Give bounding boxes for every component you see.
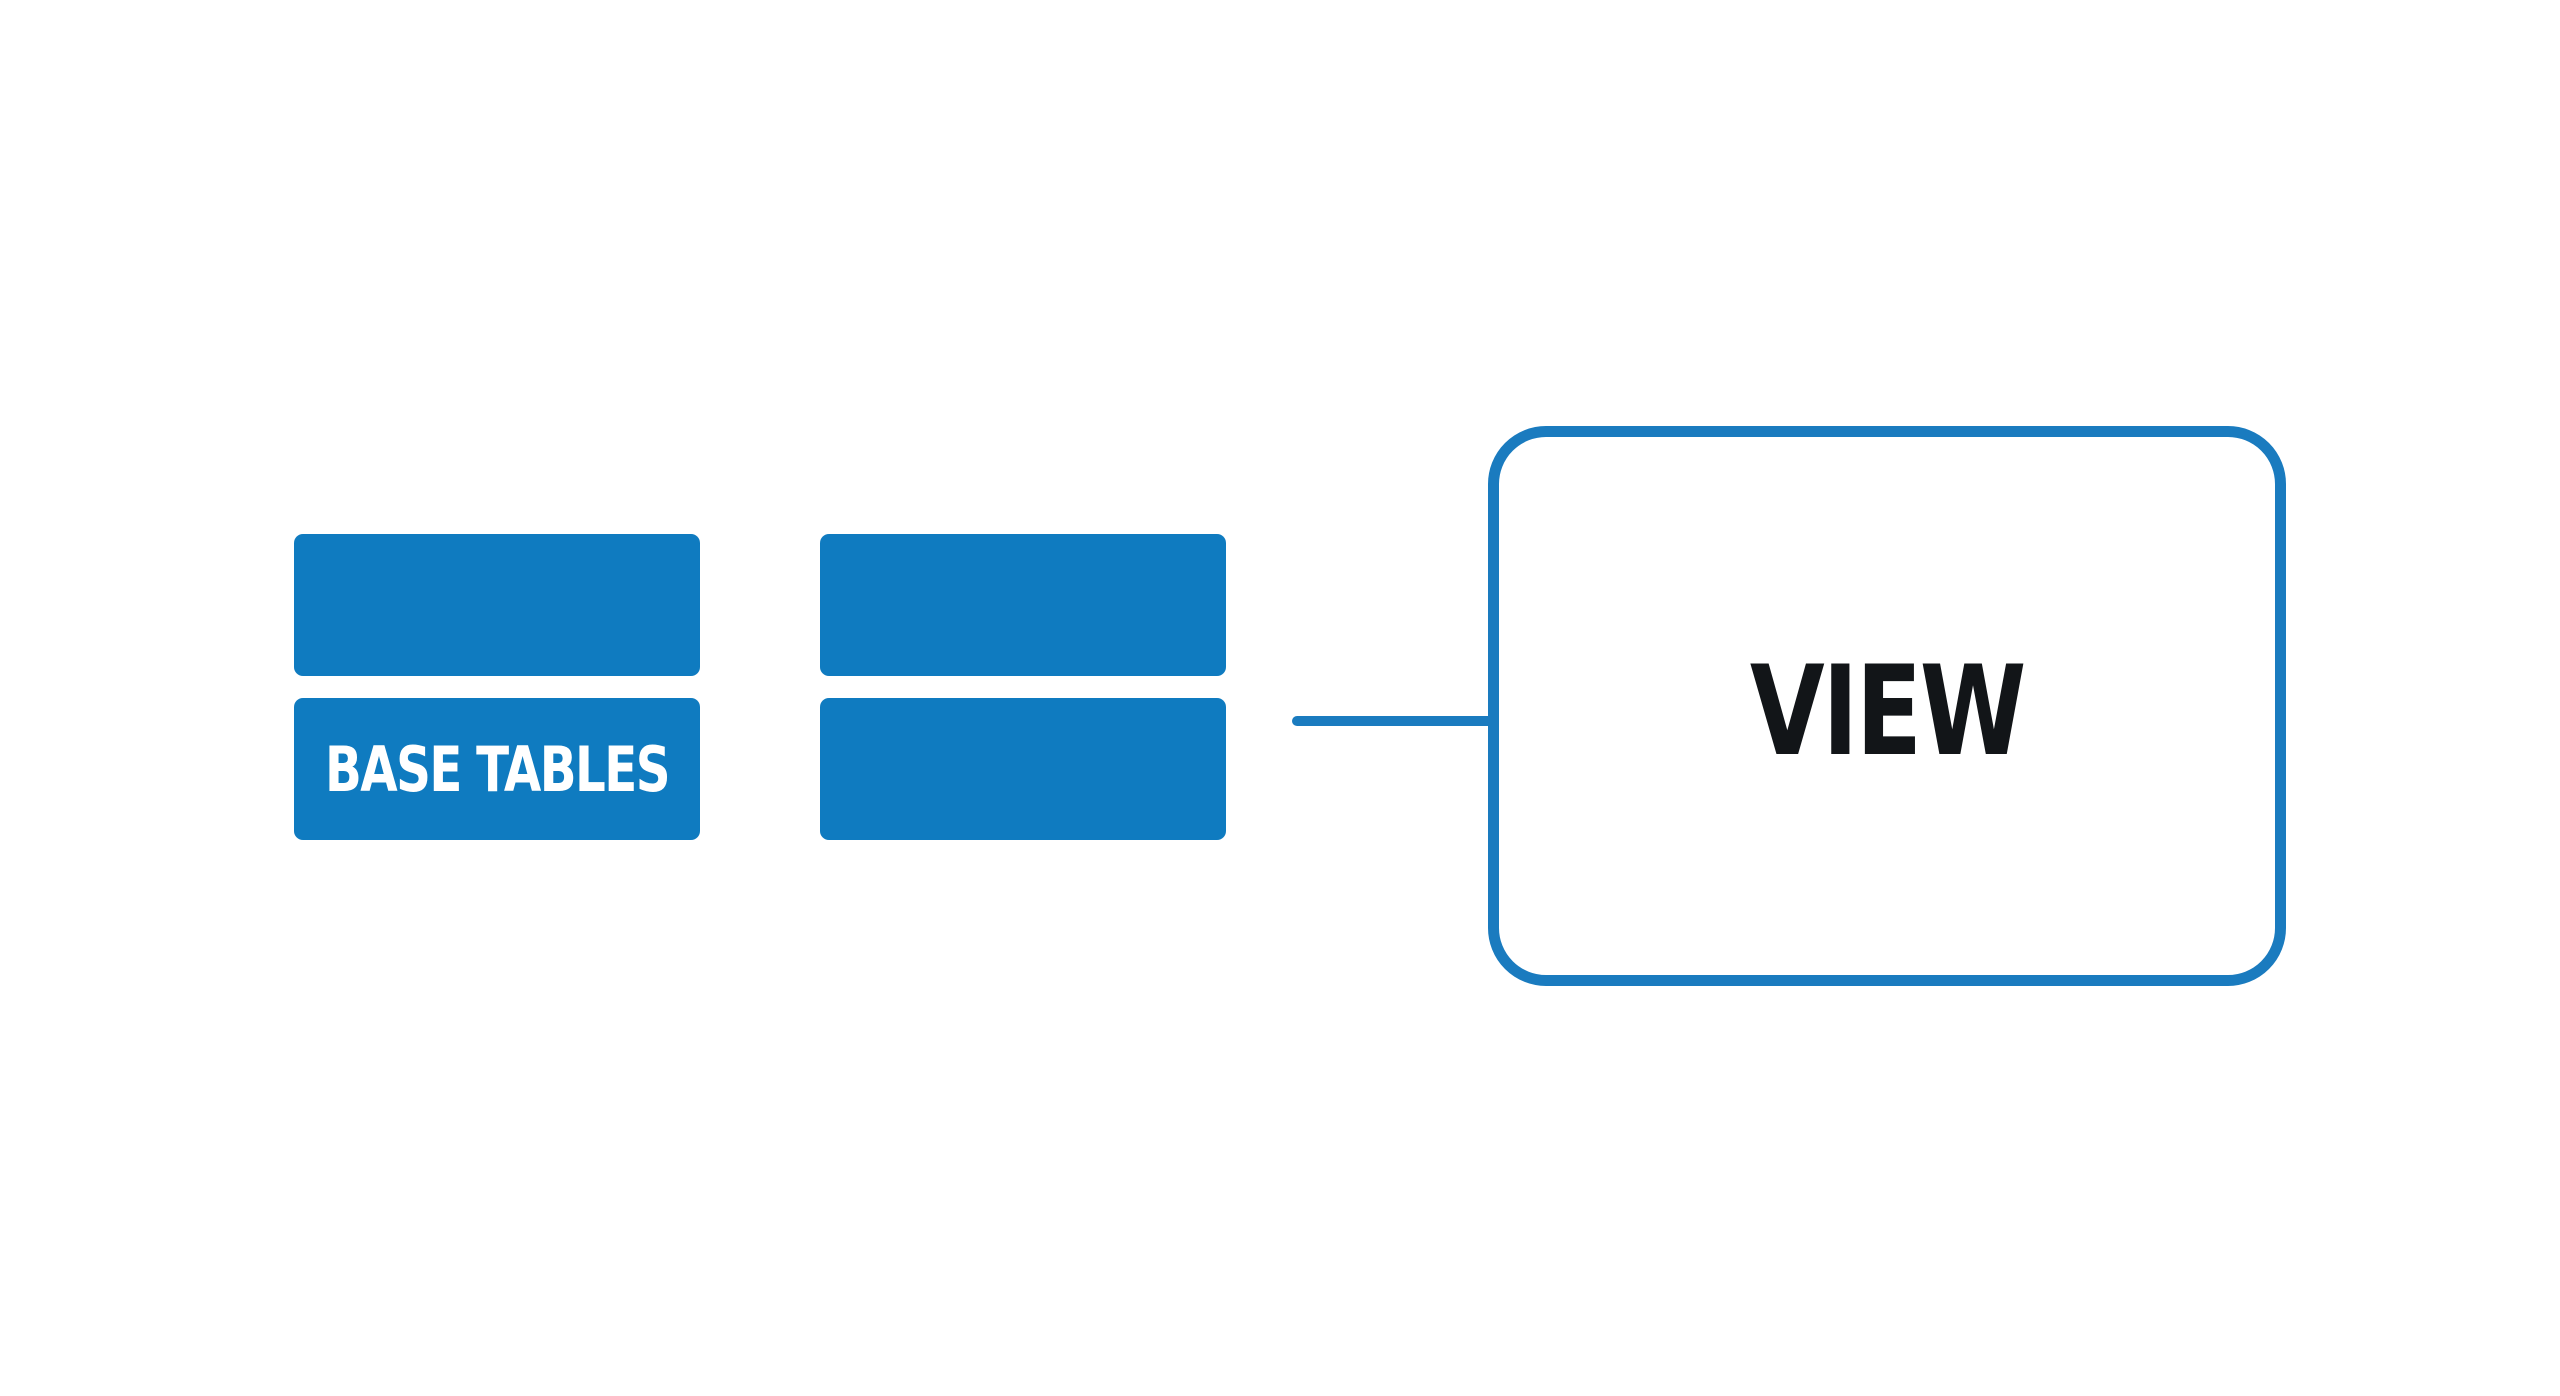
base-table-block-bottom-right — [820, 698, 1226, 840]
base-table-block-bottom-left: BASE TABLES — [294, 698, 700, 840]
view-label: VIEW — [1749, 640, 2027, 784]
base-table-block-top-left — [294, 534, 700, 676]
base-tables-label: BASE TABLES — [324, 732, 671, 806]
tables-to-view-connector — [1292, 716, 1492, 726]
view-box: VIEW — [1488, 426, 2286, 986]
base-table-block-top-right — [820, 534, 1226, 676]
